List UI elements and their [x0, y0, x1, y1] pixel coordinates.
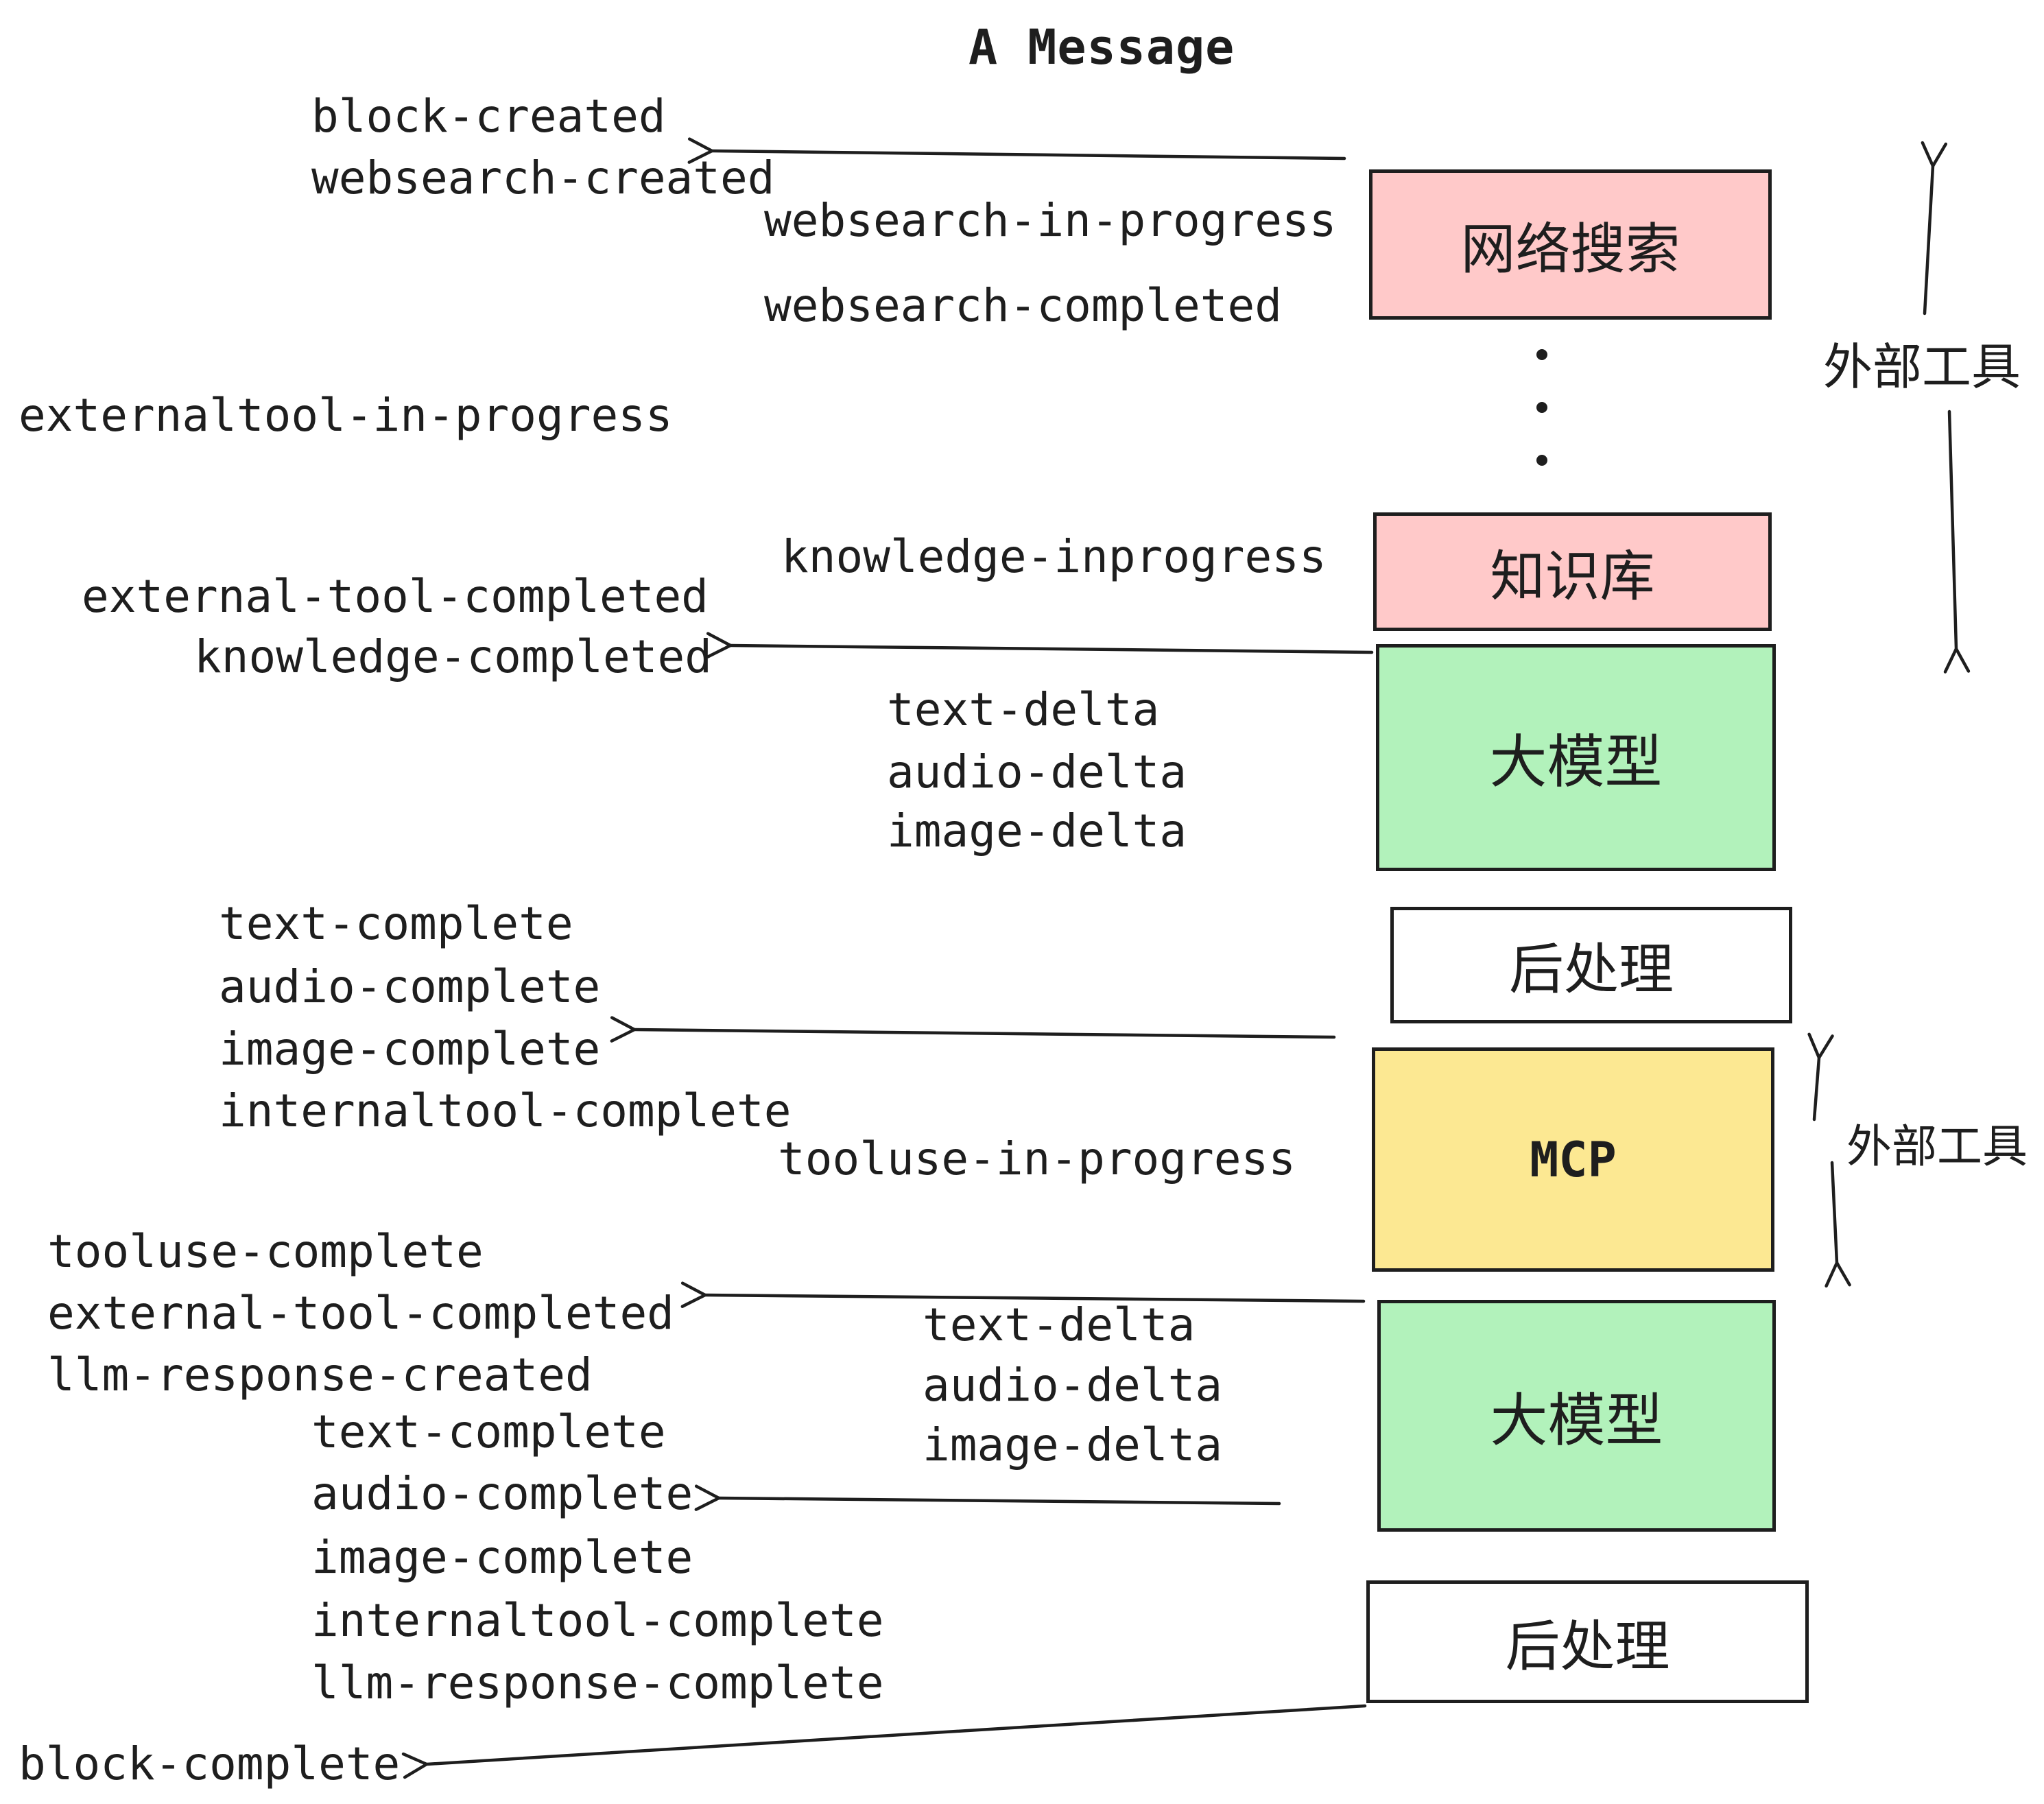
event-label-websearch-in-progress: websearch-in-progress: [764, 194, 1337, 247]
mcp-box-label: MCP: [1530, 1131, 1617, 1188]
external-tools-arrow-up-1: [1921, 141, 1948, 316]
event-label-text-complete-1: text-complete: [219, 897, 573, 950]
arrow-to-knowledge-completed: [706, 632, 1374, 658]
event-label-llm-response-complete: llm-response-complete: [311, 1657, 884, 1709]
event-label-internaltool-complete-2: internaltool-complete: [311, 1594, 884, 1647]
event-label-internaltool-complete-1: internaltool-complete: [219, 1084, 792, 1137]
event-label-block-complete: block-complete: [19, 1737, 401, 1790]
knowledge-box: 知识库: [1373, 512, 1772, 631]
event-label-external-tool-completed-2: external-tool-completed: [47, 1287, 674, 1340]
websearch-box-label: 网络搜索: [1460, 217, 1680, 281]
event-label-websearch-completed: websearch-completed: [764, 279, 1282, 332]
event-label-image-delta-2: image-delta: [923, 1419, 1223, 1471]
arrow-to-block-complete: [401, 1704, 1367, 1779]
event-label-image-complete-1: image-complete: [219, 1023, 601, 1076]
external-tools-arrow-up-2: [1807, 1032, 1834, 1121]
side-label-external-tools-2: 外部工具: [1846, 1120, 2028, 1173]
postprocess-box-1-label: 后处理: [1509, 938, 1674, 1001]
side-label-external-tools-1: 外部工具: [1823, 338, 2021, 396]
websearch-box: 网络搜索: [1369, 169, 1772, 320]
postprocess-box-2: 后处理: [1366, 1580, 1809, 1703]
mcp-box: MCP: [1372, 1047, 1774, 1272]
event-label-knowledge-inprogress: knowledge-inprogress: [781, 530, 1327, 583]
ellipsis-dot: [1536, 402, 1547, 413]
llm-box-1: 大模型: [1376, 644, 1776, 871]
external-tools-arrow-down-1: [1943, 410, 1971, 674]
event-label-text-complete-2: text-complete: [311, 1405, 666, 1458]
event-label-text-delta-2: text-delta: [923, 1298, 1196, 1351]
event-label-audio-complete-2: audio-complete: [311, 1467, 693, 1520]
event-label-audio-complete-1: audio-complete: [219, 960, 601, 1013]
postprocess-box-1: 后处理: [1390, 907, 1792, 1023]
event-label-tooluse-complete: tooluse-complete: [47, 1225, 484, 1278]
ellipsis-dot: [1536, 349, 1547, 360]
arrow-to-websearch-created: [687, 137, 1346, 164]
ellipsis-dot: [1536, 455, 1547, 466]
llm-box-2-label: 大模型: [1490, 1386, 1663, 1454]
event-label-audio-delta-2: audio-delta: [923, 1359, 1223, 1412]
event-label-websearch-created: websearch-created: [311, 152, 775, 204]
event-label-llm-response-created: llm-response-created: [47, 1349, 593, 1401]
event-label-image-delta-1: image-delta: [887, 805, 1187, 857]
event-label-knowledge-completed: knowledge-completed: [194, 630, 712, 683]
event-label-text-delta-1: text-delta: [887, 683, 1160, 736]
event-label-block-created: block-created: [311, 90, 666, 143]
llm-box-2: 大模型: [1377, 1300, 1776, 1532]
event-label-externaltool-in-progress: externaltool-in-progress: [19, 389, 673, 442]
event-label-audio-delta-1: audio-delta: [887, 746, 1187, 798]
event-label-image-complete-2: image-complete: [311, 1531, 693, 1584]
arrow-to-image-complete: [610, 1016, 1336, 1043]
postprocess-box-2-label: 后处理: [1505, 1614, 1670, 1678]
external-tools-arrow-down-2: [1825, 1161, 1851, 1288]
knowledge-box-label: 知识库: [1490, 544, 1655, 608]
llm-box-1-label: 大模型: [1489, 728, 1663, 796]
arrow-to-audio-complete: [694, 1484, 1281, 1511]
event-label-external-tool-completed-1: external-tool-completed: [82, 570, 709, 623]
page-title: A Message: [968, 19, 1235, 75]
event-label-tooluse-in-progress: tooluse-in-progress: [778, 1132, 1296, 1185]
